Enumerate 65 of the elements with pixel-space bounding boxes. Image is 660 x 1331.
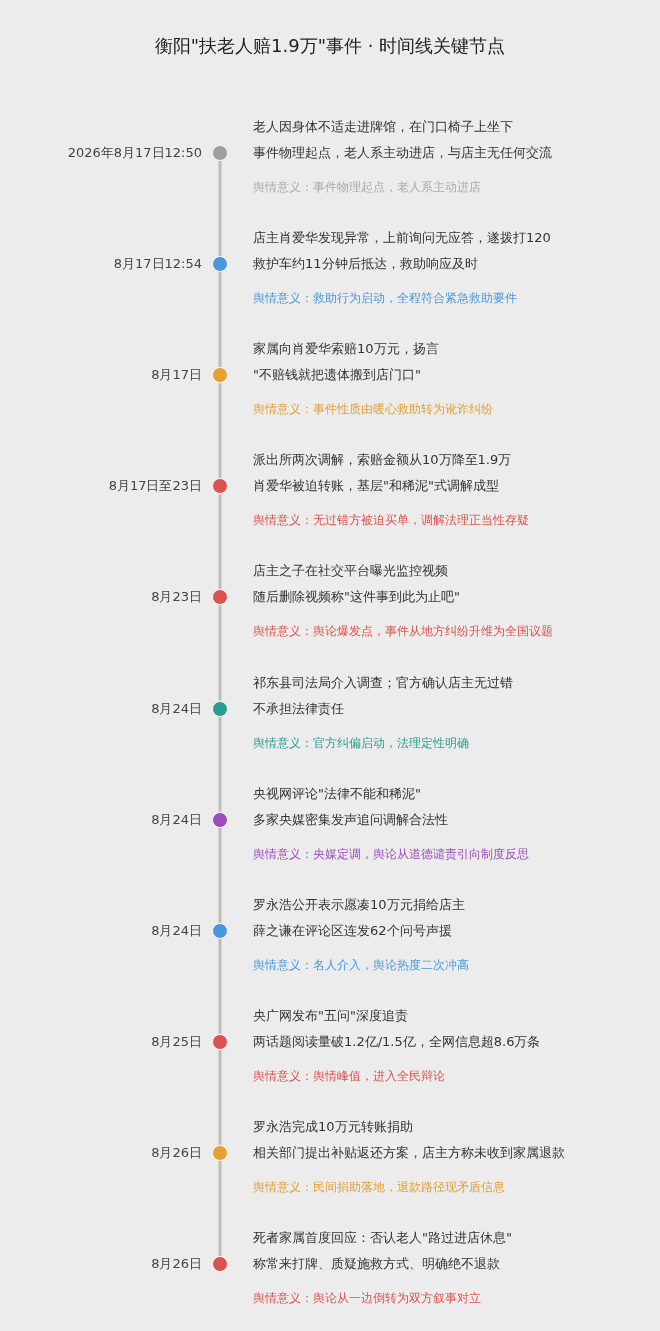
timeline-dot: [212, 256, 228, 273]
date-label: 8月24日: [151, 699, 202, 718]
event-text: "不赔钱就把遗体搬到店门口": [253, 366, 421, 385]
timeline-line: [218, 494, 222, 590]
event-text: 罗永浩公开表示愿凑10万元捐给店主: [253, 895, 465, 914]
event-text: 随后删除视频称"这件事到此为止吧": [253, 588, 460, 607]
event-text: 祁东县司法局介入调查；官方确认店主无过错: [253, 673, 513, 692]
date-label: 8月17日至23日: [108, 477, 202, 496]
significance-note: 舆情意义：无过错方被迫买单，调解法理正当性存疑: [253, 513, 529, 529]
event-text: 央广网发布"五问"深度追责: [253, 1006, 408, 1025]
significance-note: 舆情意义：舆论爆发点，事件从地方纠纷升维为全国议题: [253, 624, 553, 640]
significance-note: 舆情意义：民间捐助落地，退款路径现矛盾信息: [253, 1179, 505, 1195]
event-text: 央视网评论"法律不能和稀泥": [253, 784, 421, 803]
timeline-dot: [212, 700, 228, 717]
timeline-line: [218, 161, 222, 257]
significance-note: 舆情意义：官方纠偏启动，法理定性明确: [253, 735, 469, 751]
event-text: 救护车约11分钟后抵达，救助响应及时: [253, 255, 478, 274]
event-text: 店主肖爱华发现异常，上前询问无应答，遂拨打120: [253, 229, 551, 248]
timeline-dot: [212, 145, 228, 161]
date-label: 8月24日: [151, 810, 202, 829]
timeline-dot: [212, 922, 228, 939]
timeline-line: [218, 1049, 222, 1145]
date-label: 2026年8月17日12:50: [67, 144, 202, 162]
event-text: 多家央媒密集发声追问调解合法性: [253, 810, 448, 829]
event-text: 称常来打牌、质疑施救方式、明确绝不退款: [253, 1255, 500, 1273]
significance-note: 舆情意义：救助行为启动，全程符合紧急救助要件: [253, 291, 517, 307]
date-label: 8月17日12:54: [113, 255, 202, 274]
event-text: 店主之子在社交平台曝光监控视频: [253, 562, 448, 581]
timeline-dot: [212, 1033, 228, 1050]
timeline-dot: [212, 367, 228, 384]
timeline-line: [218, 272, 222, 368]
significance-note: 舆情意义：舆论从一边倒转为双方叙事对立: [253, 1291, 481, 1306]
event-text: 不承担法律责任: [253, 699, 344, 718]
event-text: 死者家属首度回应：否认老人"路过进店休息": [253, 1229, 512, 1247]
timeline-line: [218, 1160, 222, 1256]
timeline-dot: [212, 589, 228, 606]
event-text: 两话题阅读量破1.2亿/1.5亿，全网信息超8.6万条: [253, 1032, 541, 1051]
event-text: 相关部门提出补贴返还方案，店主方称未收到家属退款: [253, 1143, 565, 1162]
event-text: 肖爱华被迫转账，基层"和稀泥"式调解成型: [253, 477, 499, 496]
timeline-dot: [212, 1144, 228, 1161]
timeline-line: [218, 716, 222, 812]
date-label: 8月25日: [151, 1032, 202, 1051]
event-text: 老人因身体不适走进牌馆，在门口椅子上坐下: [253, 118, 513, 136]
title: 衡阳"扶老人赔1.9万"事件 · 时间线关键节点: [153, 34, 507, 58]
date-label: 8月23日: [151, 588, 202, 607]
timeline-dot: [212, 811, 228, 828]
date-label: 8月17日: [151, 366, 202, 385]
timeline-line: [218, 383, 222, 479]
timeline-line: [218, 827, 222, 923]
timeline-dot: [212, 478, 228, 495]
date-label: 8月26日: [151, 1255, 202, 1273]
significance-note: 舆情意义：事件性质由暖心救助转为讹诈纠纷: [253, 402, 493, 418]
date-label: 8月24日: [151, 921, 202, 940]
timeline-line: [218, 938, 222, 1034]
event-text: 薛之谦在评论区连发62个问号声援: [253, 921, 452, 940]
event-text: 罗永浩完成10万元转账捐助: [253, 1117, 413, 1136]
event-text: 派出所两次调解，索赔金额从10万降至1.9万: [253, 451, 512, 470]
timeline-dot: [212, 1256, 228, 1272]
significance-note: 舆情意义：名人介入，舆论热度二次冲高: [253, 957, 469, 973]
significance-note: 舆情意义：央媒定调，舆论从道德谴责引向制度反思: [253, 846, 529, 862]
significance-note: 舆情意义：舆情峰值，进入全民辩论: [253, 1068, 445, 1084]
event-text: 家属向肖爱华索赔10万元，扬言: [253, 340, 439, 359]
date-label: 8月26日: [151, 1143, 202, 1162]
timeline-line: [218, 605, 222, 701]
event-text: 事件物理起点，老人系主动进店，与店主无任何交流: [253, 144, 552, 162]
